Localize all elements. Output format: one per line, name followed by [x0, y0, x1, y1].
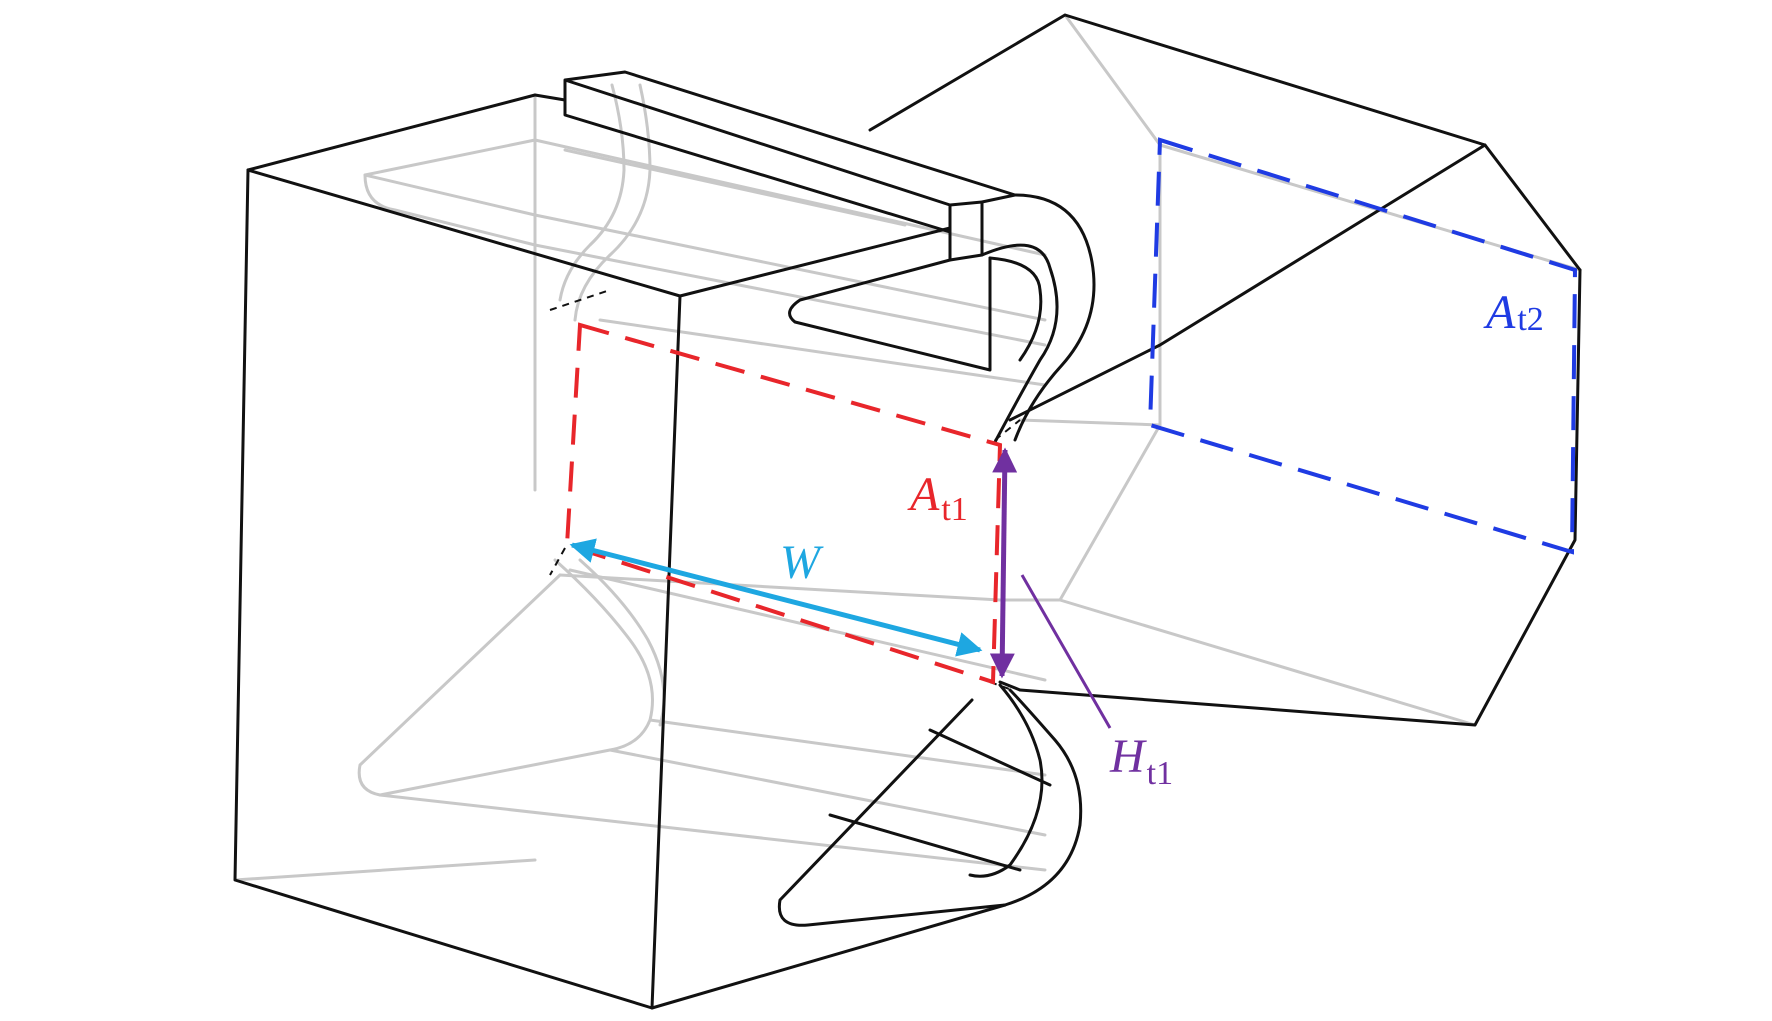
hidden-upper-curve [573, 83, 652, 322]
upper-s-curve [980, 243, 1059, 444]
hidden-lower-line-4 [648, 718, 1047, 777]
hidden-edges [233, 13, 1582, 882]
label-At2-sub: t2 [1517, 301, 1543, 338]
label-W: W [780, 536, 824, 589]
hidden-upper-channel-face [363, 173, 537, 247]
extension-mark-top-left [549, 289, 611, 311]
lower-s-curve [1003, 688, 1083, 907]
hidden-upper-line-1 [533, 138, 1047, 257]
box-front-face [246, 93, 537, 172]
hidden-box-bottom-edge [233, 858, 537, 882]
label-At1-main: A [907, 468, 940, 521]
visible-edges [233, 13, 1582, 1010]
lower-flange-line-2 [928, 728, 1052, 787]
width-dimension-arrow [569, 538, 983, 657]
lower-flange [777, 698, 1007, 927]
hidden-upper-line-3 [533, 243, 1047, 347]
hidden-upper-line-5 [598, 318, 1047, 387]
hidden-lower-line-3 [378, 793, 1047, 872]
hidden-lower-curve [553, 558, 654, 752]
extension-mark-top-right [994, 419, 1021, 441]
top-rail [563, 70, 1017, 234]
hidden-duct-throat-upper [1018, 418, 1162, 427]
hidden-duct-bottom-left [1058, 423, 1477, 727]
box-top-diagonal [246, 168, 682, 298]
box-top-right [533, 93, 567, 102]
label-At2: At2 [1483, 286, 1544, 339]
lower-flange-line-1 [828, 813, 1022, 872]
label-Ht1: Ht1 [1109, 730, 1173, 792]
upper-ledge [678, 226, 992, 372]
height-dimension-arrow [989, 447, 1018, 679]
hidden-lower-line-2 [608, 748, 1047, 837]
top-rail-edge [948, 200, 984, 262]
lower-s-curve-inner [968, 683, 1044, 878]
label-At1: At1 [907, 468, 968, 528]
hidden-upper-curve-inner [558, 83, 626, 302]
upper-s-curve-outer [1013, 193, 1096, 442]
label-At2-main: A [1483, 286, 1516, 339]
label-Ht1-sub: t1 [1147, 755, 1173, 792]
duct-lower-throat [998, 680, 1022, 692]
box-left-edge [233, 168, 654, 1010]
upper-s-curve-inner [988, 256, 1043, 362]
duct-top [868, 13, 1582, 272]
label-Ht1-main: H [1109, 730, 1147, 783]
height-leader-line [1020, 574, 1112, 729]
hidden-upper-channel-rail [363, 98, 537, 217]
extension-mark-mid-left [549, 547, 566, 576]
section-At2-outline [1147, 137, 1578, 555]
box-front-vertical [650, 294, 682, 1010]
label-At1-sub: t1 [941, 491, 967, 528]
section-At1-outline [564, 322, 1003, 685]
lower-bottom-edge [650, 903, 1007, 1010]
hidden-lower-flange [357, 573, 612, 797]
duct-front-right [1018, 268, 1582, 727]
hidden-upper-line-4 [563, 148, 907, 227]
hidden-duct-top-edge [1063, 13, 1162, 147]
duct-diagonal-upper [1008, 143, 1487, 422]
